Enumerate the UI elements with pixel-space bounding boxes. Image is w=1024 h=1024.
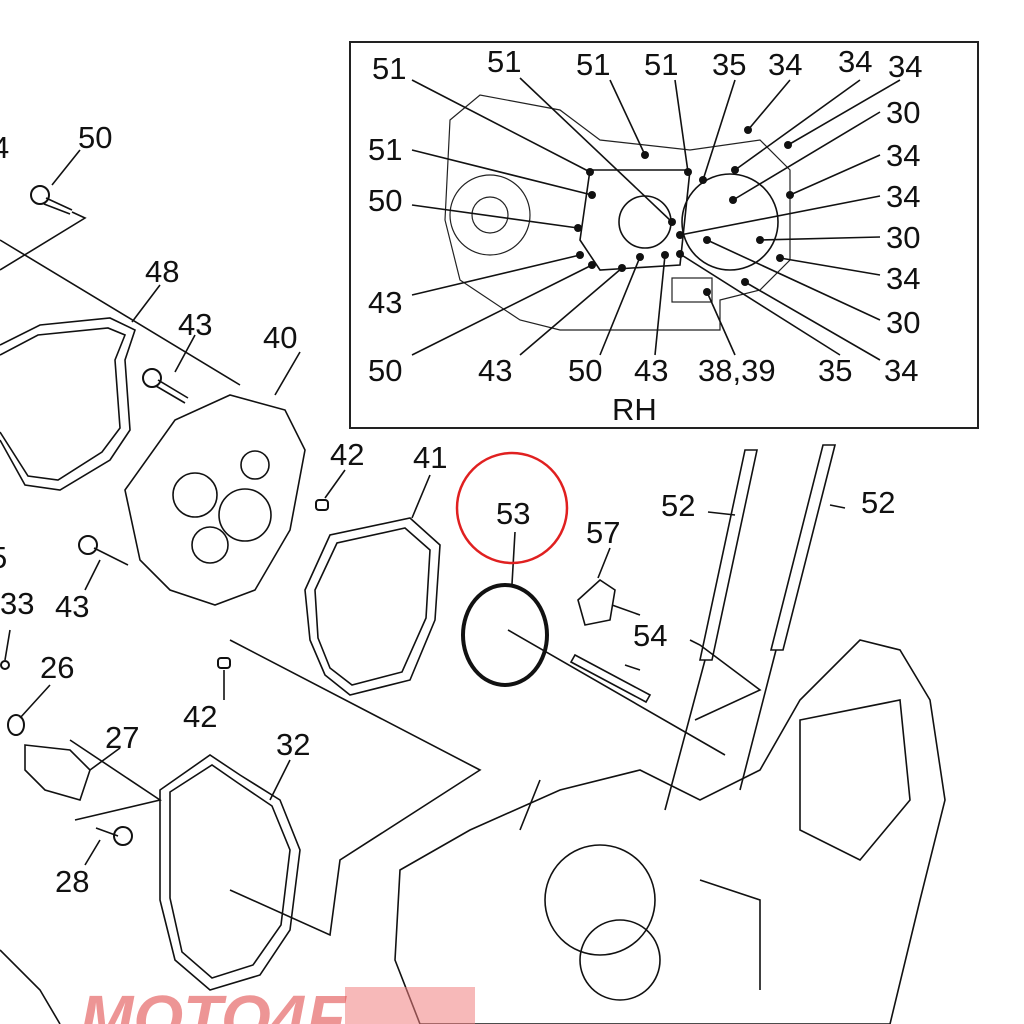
callout-41: 41 (413, 440, 447, 475)
callout-43: 43 (634, 353, 668, 388)
callout-51: 51 (644, 47, 678, 82)
watermark-logo: MOTO4F (80, 982, 347, 1024)
callout-34: 34 (768, 47, 802, 82)
callout-38-39: 38,39 (698, 353, 776, 388)
callout-50: 50 (368, 183, 402, 218)
callout-28: 28 (55, 864, 89, 899)
callout-51: 51 (487, 44, 521, 79)
callout-42: 42 (330, 437, 364, 472)
watermark-badge (345, 987, 475, 1024)
callout-34: 34 (888, 49, 922, 84)
callout-34: 34 (886, 138, 920, 173)
o-ring-53 (461, 583, 549, 687)
callout-43: 43 (478, 353, 512, 388)
callout-43: 43 (178, 307, 212, 342)
callout-35: 35 (818, 353, 852, 388)
callout-40: 40 (263, 320, 297, 355)
callout-33: 33 (0, 586, 34, 621)
callout-51: 51 (576, 47, 610, 82)
callout-52: 52 (861, 485, 895, 520)
callout-34: 34 (886, 261, 920, 296)
callout-50: 50 (568, 353, 602, 388)
callout-53: 53 (496, 496, 530, 531)
main-parts (0, 149, 946, 1024)
inset-title: RH (612, 392, 657, 427)
callout-26: 26 (40, 650, 74, 685)
callout-32: 32 (276, 727, 310, 762)
callout-48: 48 (145, 254, 179, 289)
callout-43: 43 (55, 589, 89, 624)
callout-42: 42 (183, 699, 217, 734)
callout-50: 50 (78, 120, 112, 155)
main-callouts: 4 50 48 43 40 42 41 53 57 52 52 54 5 33 … (0, 120, 895, 899)
callout-30: 30 (886, 220, 920, 255)
callout-30: 30 (886, 305, 920, 340)
callout-5: 5 (0, 540, 7, 575)
callout-34: 34 (838, 44, 872, 79)
callout-34: 34 (884, 353, 918, 388)
inset-rh-view: 51 51 51 51 35 34 34 34 30 34 34 30 34 3… (349, 41, 979, 429)
callout-54: 54 (633, 618, 667, 653)
callout-51: 51 (372, 51, 406, 86)
callout-30: 30 (886, 95, 920, 130)
callout-35: 35 (712, 47, 746, 82)
callout-51: 51 (368, 132, 402, 167)
callout-57: 57 (586, 515, 620, 550)
callout-43: 43 (368, 285, 402, 320)
callout-4: 4 (0, 130, 9, 165)
highlight-circle (455, 451, 569, 565)
callout-52: 52 (661, 488, 695, 523)
callout-27: 27 (105, 720, 139, 755)
callout-34: 34 (886, 179, 920, 214)
callout-50: 50 (368, 353, 402, 388)
